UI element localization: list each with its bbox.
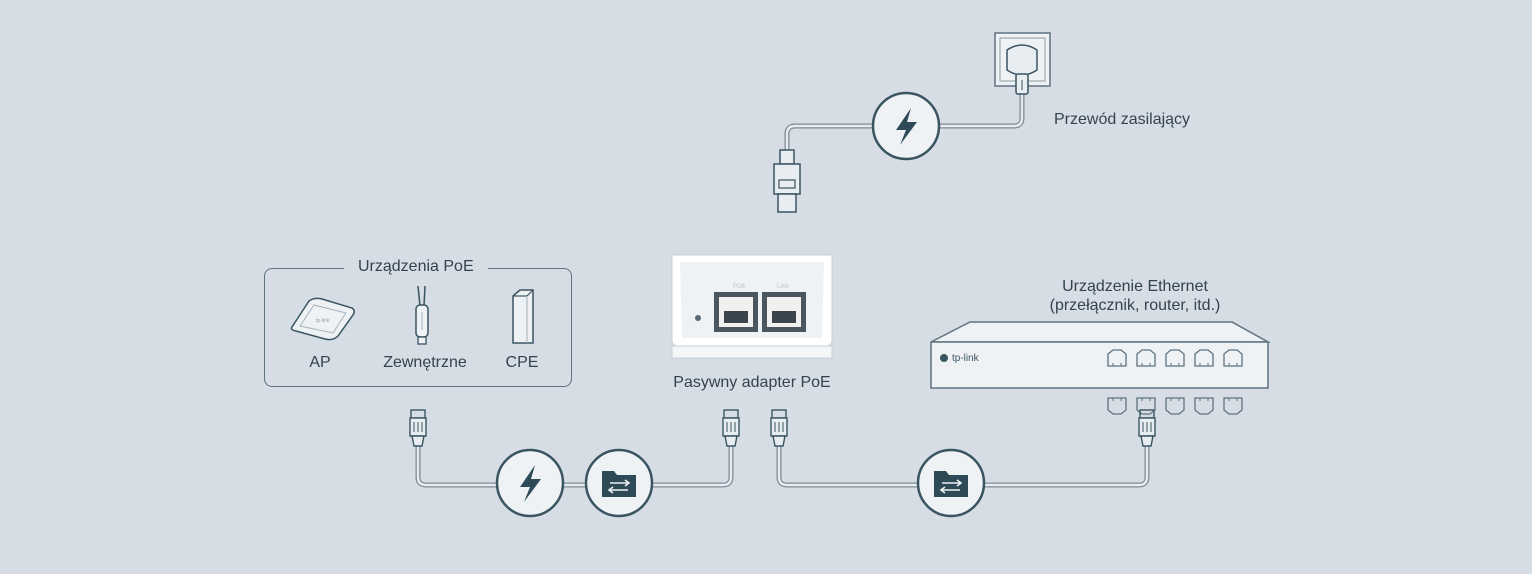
access-point-icon: tp-link: [290, 297, 356, 341]
power-bolt-icon: [495, 448, 565, 518]
outdoor-antenna-icon: [415, 285, 429, 345]
adapter-label: Pasywny adapter PoE: [673, 374, 831, 391]
poe-devices-title: Urządzenia PoE: [344, 258, 488, 276]
ethernet-device-label-line1: Urządzenie Ethernet: [1062, 278, 1208, 295]
cpe-device-icon: [512, 289, 534, 344]
c13-connector-icon: [773, 149, 801, 213]
svg-text:tp-link: tp-link: [316, 318, 330, 324]
device-label-outdoor: Zewnętrzne: [383, 354, 467, 371]
rj45-connector-icon: [770, 409, 788, 447]
device-label-cpe: CPE: [505, 354, 539, 371]
data-transfer-icon: [584, 448, 654, 518]
ethernet-device-label-line2: (przełącznik, router, itd.): [1049, 297, 1221, 314]
poe-cable: [415, 443, 734, 488]
rj45-connector-icon: [722, 409, 740, 447]
rj45-connector-icon: [409, 409, 427, 447]
data-transfer-icon: [916, 448, 986, 518]
power-bolt-icon: [871, 91, 941, 161]
rj45-connector-icon: [1138, 409, 1156, 447]
device-label-ap: AP: [309, 354, 331, 371]
power-cable-label: Przewód zasilający: [1054, 111, 1191, 128]
ethernet-switch-device: [930, 321, 1271, 415]
wall-socket-icon: [994, 32, 1051, 95]
poe-adapter-device: [671, 254, 833, 359]
